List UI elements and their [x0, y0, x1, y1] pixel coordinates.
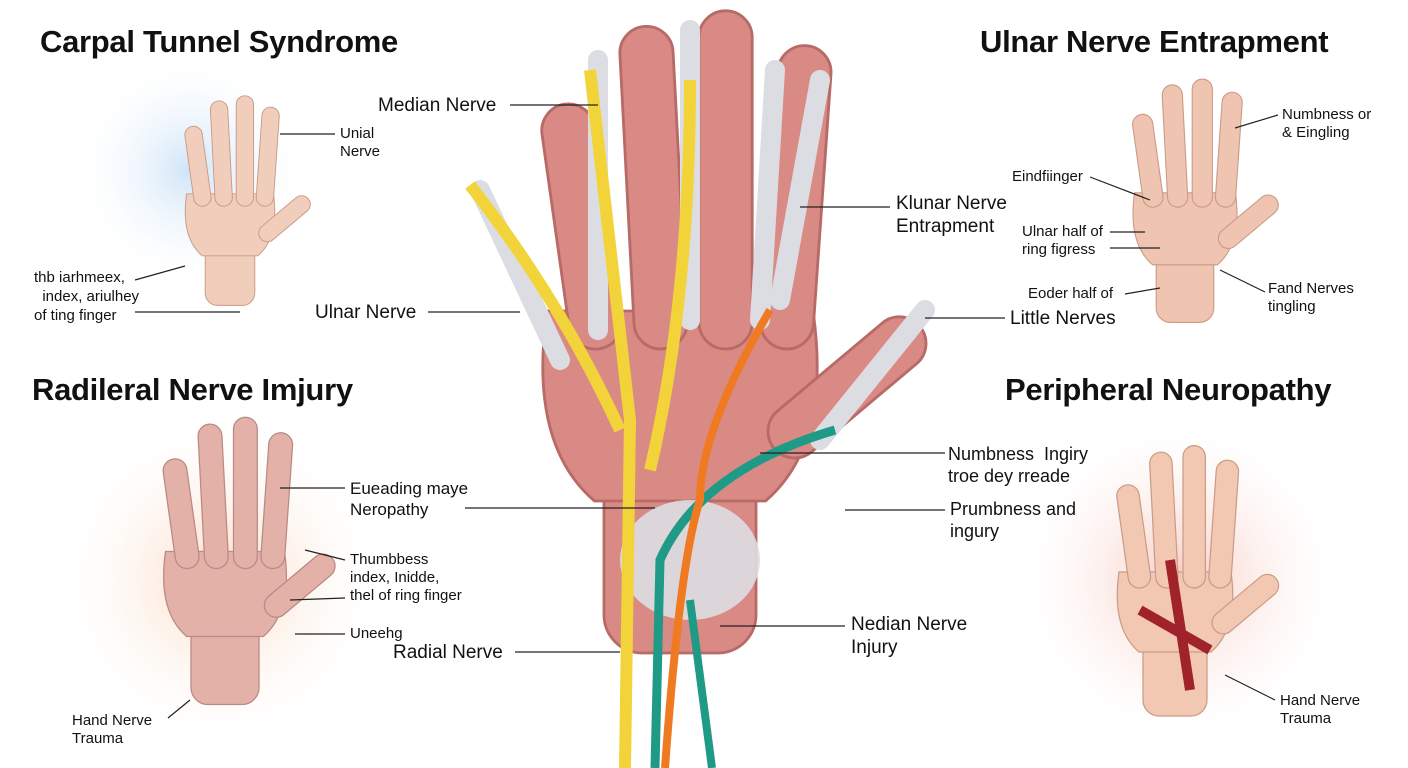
leader-line — [304, 549, 346, 561]
label-neropathy: Eueading maye Neropathy — [350, 479, 469, 519]
leader-line — [1219, 269, 1266, 293]
thumb — [263, 553, 336, 618]
finger — [1161, 84, 1189, 208]
ulnar-hand — [1132, 78, 1279, 323]
label-uneehg: Uneehg — [350, 625, 403, 642]
label-ulnar-nerve: Ulnar Nerve — [315, 302, 417, 323]
leader-line — [1124, 287, 1161, 295]
finger — [235, 95, 255, 207]
palm — [162, 550, 288, 638]
finger — [1149, 451, 1179, 589]
label-median-nerve: Median Nerve — [378, 95, 497, 116]
finger — [209, 100, 233, 207]
leader-line — [1234, 114, 1279, 129]
thumb — [1217, 194, 1279, 250]
title-ulnar-entrapment: Ulnar Nerve Entrapment — [980, 24, 1329, 59]
finger — [260, 432, 294, 570]
label-radial-trauma: Hand Nerve Trauma — [72, 712, 153, 747]
trauma-mark — [1137, 559, 1213, 691]
leader-line — [289, 597, 346, 601]
label-radial-nerve: Radial Nerve — [393, 642, 503, 663]
finger — [1191, 78, 1213, 208]
palm — [1132, 192, 1238, 266]
label-numbness-injury: Numbness Ingiry troe dey rreade — [948, 444, 1089, 486]
finger — [1116, 484, 1152, 589]
label-eindfinger: Eindfiinger — [1012, 168, 1083, 185]
label-numbness-tingling: Numbness or & Eingling — [1282, 106, 1372, 141]
label-ulnar-half: Ulnar half of ring figress — [1022, 223, 1103, 258]
finger — [184, 125, 212, 207]
thumb — [258, 195, 311, 243]
finger — [1208, 459, 1240, 589]
finger-bone — [750, 60, 785, 330]
finger — [1214, 91, 1243, 208]
label-prumbness: Prumbness and ingury — [950, 499, 1077, 541]
finger — [162, 458, 200, 570]
median-nerve — [465, 69, 696, 768]
finger-bone — [810, 300, 935, 450]
leader-line — [167, 699, 191, 719]
label-klunar-entrapment: Klunar Nerve Entrapment — [896, 193, 1007, 237]
finger — [255, 106, 280, 207]
carpal-hand — [184, 95, 311, 306]
leader-line — [1089, 176, 1151, 201]
palm — [184, 193, 276, 257]
label-thumbbess: Thumbbess index, Inidde, thel of ring fi… — [350, 551, 462, 604]
title-peripheral-neuropathy: Peripheral Neuropathy — [1005, 372, 1332, 407]
thumb — [1211, 573, 1280, 635]
title-radial-injury: Radileral Nerve Imjury — [32, 372, 353, 407]
leader-line — [134, 265, 186, 281]
label-unial-nerve: Unial Nerve — [340, 125, 381, 160]
finger — [697, 9, 754, 351]
leader-line — [1224, 674, 1276, 701]
title-carpal-tunnel: Carpal Tunnel Syndrome — [40, 24, 398, 59]
label-peripheral-trauma: Hand Nerve Trauma — [1280, 692, 1361, 727]
label-eoder-half: Eoder half of — [1028, 285, 1114, 302]
finger — [1132, 113, 1164, 208]
radial-nerve — [661, 307, 774, 768]
finger — [1182, 444, 1207, 589]
finger-bone — [770, 70, 830, 310]
ulnar-nerve-branch — [686, 599, 716, 768]
label-finger-list: thb iarhmeex, index, ariulhey of ting fi… — [34, 269, 140, 324]
finger — [197, 423, 229, 570]
label-fand-nerves: Fand Nerves tingling — [1268, 280, 1354, 315]
finger — [232, 416, 258, 570]
ulnar-nerve — [650, 425, 837, 768]
label-little-nerves: Little Nerves — [1010, 308, 1116, 329]
radial-hand — [162, 416, 336, 706]
label-nedian-injury: Nedian Nerve Injury — [851, 614, 968, 658]
